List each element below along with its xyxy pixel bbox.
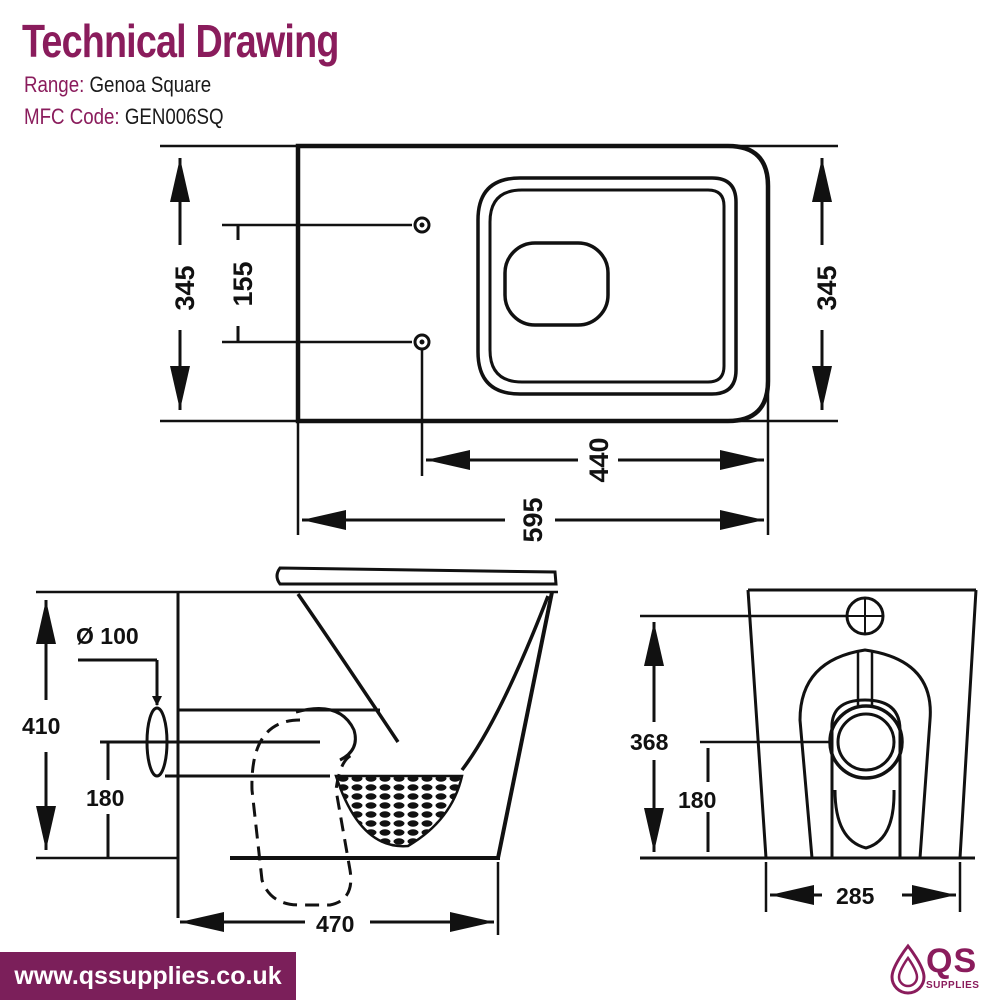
range-value: Genoa Square: [89, 72, 212, 97]
dim-plan-depth-left: 345: [170, 265, 200, 310]
rear-trapway: [798, 648, 932, 860]
dim-side-height: 410: [22, 713, 60, 739]
plan-bowl-opening: [503, 241, 610, 327]
side-dashed-pipe: [250, 718, 353, 907]
logo-tagline: SUPPLIES: [926, 980, 980, 991]
rear-outlet: [828, 704, 904, 780]
dim-side-outlet-height: 180: [86, 785, 124, 811]
page-title: Technical Drawing: [22, 15, 339, 67]
website-link[interactable]: www.qssupplies.co.uk: [14, 961, 282, 990]
range-label: Range:: [24, 72, 85, 97]
plan-outline: [295, 143, 771, 424]
side-view: [36, 566, 558, 935]
water-drop-icon: [890, 943, 926, 995]
dim-rear-inlet-height: 368: [630, 729, 669, 755]
side-seat: [275, 566, 558, 586]
logo-text: QS: [926, 942, 978, 980]
code-label: MFC Code:: [24, 104, 120, 129]
dim-side-length: 470: [316, 911, 354, 937]
plan-rim: [476, 176, 738, 396]
dim-plan-overall-length: 595: [518, 497, 548, 542]
dim-plan-depth-right: 345: [812, 265, 842, 310]
side-body: [496, 591, 554, 859]
side-water-hatch: [334, 774, 464, 848]
plan-fixing-hole: [413, 333, 431, 351]
rear-view: [640, 588, 978, 912]
dim-side-outlet-diameter: Ø 100: [76, 623, 139, 649]
dim-plan-fixing-to-front: 440: [584, 437, 614, 482]
plan-view: [160, 143, 838, 535]
code-line: MFC Code: GEN006SQ: [24, 104, 224, 130]
side-trap: [296, 593, 400, 743]
qs-supplies-logo: QS SUPPLIES: [888, 940, 996, 998]
dim-rear-outlet-height: 180: [678, 787, 716, 813]
plan-fixing-hole: [413, 216, 431, 234]
dim-rear-width: 285: [836, 883, 875, 909]
range-line: Range: Genoa Square: [24, 72, 211, 98]
side-outlet: [145, 706, 169, 778]
dim-plan-fixing-spacing: 155: [228, 261, 258, 306]
code-value: GEN006SQ: [124, 104, 224, 129]
footer-website-banner[interactable]: www.qssupplies.co.uk: [0, 952, 296, 1000]
rear-outline: [746, 589, 978, 859]
